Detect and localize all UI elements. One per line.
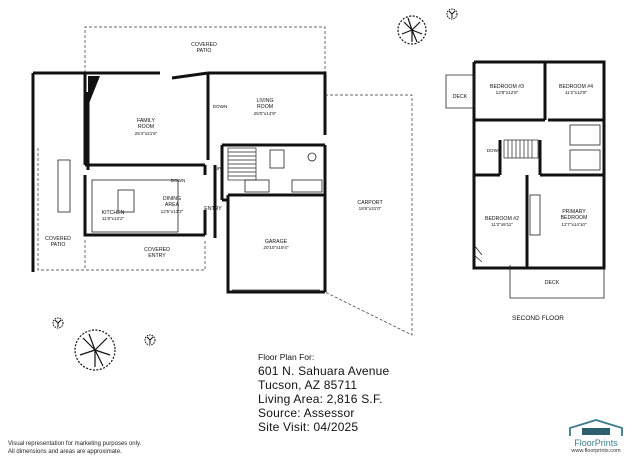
brand-logo: FloorPrints www.floorprints.com (556, 418, 636, 456)
svg-text:25'0"x14'9": 25'0"x14'9" (254, 111, 277, 116)
room-label-carport: CARPORT 18'6"x31'0" (357, 200, 383, 211)
marker-up-stair: UP (215, 166, 221, 171)
svg-text:DINING: DINING (163, 196, 181, 202)
tree-icon (144, 334, 156, 346)
room-label-kitchen: KITCHEN 11'8"x13'2" (102, 210, 125, 221)
svg-text:COVERED: COVERED (144, 247, 170, 253)
svg-text:CARPORT: CARPORT (357, 200, 383, 206)
svg-text:12'8"x12'8": 12'8"x12'8" (496, 90, 519, 95)
svg-text:ENTRY: ENTRY (204, 206, 222, 212)
svg-text:DECK: DECK (545, 280, 560, 286)
svg-text:12'5"x13'2": 12'5"x13'2" (161, 209, 184, 214)
room-label-dining-area: DINING AREA 12'5"x13'2" (161, 196, 184, 214)
room-label-covered-entry: COVERED ENTRY (144, 247, 170, 259)
room-label-living-room: LIVING ROOM 25'0"x14'9" (254, 98, 277, 116)
svg-text:GARAGE: GARAGE (265, 239, 288, 245)
address-line-1: 601 N. Sahuara Avenue (258, 364, 390, 378)
source: Source: Assessor (258, 406, 355, 420)
living-area: Living Area: 2,816 S.F. (258, 392, 383, 406)
disclaimer-line-2: All dimensions and areas are approximate… (8, 449, 122, 455)
stairs (503, 139, 539, 159)
svg-text:PRIMARY: PRIMARY (562, 209, 586, 215)
tree-icon (397, 15, 427, 45)
tree-icon (74, 329, 116, 371)
info-header: Floor Plan For: (258, 352, 315, 362)
disclaimer-line-1: Visual representation for marketing purp… (8, 441, 142, 447)
svg-text:COVERED: COVERED (191, 42, 217, 48)
svg-text:KITCHEN: KITCHEN (102, 210, 125, 216)
room-label-entry: ENTRY (204, 206, 222, 212)
svg-text:BEDROOM #2: BEDROOM #2 (485, 216, 519, 222)
room-label-deck-upper: DECK (453, 94, 468, 100)
svg-text:11'2"x9'11": 11'2"x9'11" (491, 222, 513, 227)
room-label-primary-bedroom: PRIMARY BEDROOM 12'7"x14'10" (561, 209, 588, 227)
tree-icon (52, 317, 64, 329)
marker-down-main: DOWN (213, 104, 228, 109)
svg-text:18'6"x31'0": 18'6"x31'0" (359, 206, 382, 211)
svg-text:ROOM: ROOM (138, 124, 154, 130)
tree-icon (446, 8, 458, 20)
marker-down-kitchen: DOWN (171, 178, 186, 183)
svg-text:BEDROOM #3: BEDROOM #3 (490, 84, 524, 90)
svg-text:ENTRY: ENTRY (148, 253, 166, 259)
address-line-2: Tucson, AZ 85711 (258, 378, 358, 392)
room-label-covered-patio-left: COVERED PATIO (45, 236, 71, 248)
svg-text:PATIO: PATIO (197, 48, 212, 54)
room-label-family-room: FAMILY ROOM 25'4"x21'6" (135, 118, 158, 136)
stairs (227, 147, 257, 181)
svg-text:DECK: DECK (453, 94, 468, 100)
brand-url: www.floorprints.com (571, 448, 621, 454)
property-info: Floor Plan For: 601 N. Sahuara Avenue Tu… (258, 352, 468, 434)
marker-down-second: DOWN (487, 148, 502, 153)
room-label-covered-patio-top: COVERED PATIO (191, 42, 217, 54)
svg-text:AREA: AREA (165, 202, 180, 208)
svg-text:11'2"x12'8": 11'2"x12'8" (565, 90, 588, 95)
brand-name: FloorPrints (574, 438, 618, 448)
svg-text:FAMILY: FAMILY (137, 118, 156, 124)
room-label-bedroom-2: BEDROOM #2 11'2"x9'11" (485, 216, 519, 227)
svg-text:12'7"x14'10": 12'7"x14'10" (561, 222, 587, 227)
svg-text:LIVING: LIVING (256, 98, 273, 104)
svg-text:COVERED: COVERED (45, 236, 71, 242)
svg-text:BEDROOM #4: BEDROOM #4 (559, 84, 593, 90)
disclaimer: Visual representation for marketing purp… (8, 440, 141, 456)
room-label-deck-lower: DECK (545, 280, 560, 286)
room-label-bedroom-3: BEDROOM #3 12'8"x12'8" (490, 84, 524, 95)
svg-text:ROOM: ROOM (257, 104, 273, 110)
first-floor-walls (31, 71, 327, 294)
room-label-garage: GARAGE 20'10"x19'4" (263, 239, 289, 250)
site-visit: Site Visit: 04/2025 (258, 420, 359, 434)
fireplace (88, 76, 100, 106)
svg-text:25'4"x21'6": 25'4"x21'6" (135, 131, 158, 136)
room-label-bedroom-4: BEDROOM #4 11'2"x12'8" (559, 84, 593, 95)
svg-text:20'10"x19'4": 20'10"x19'4" (263, 245, 289, 250)
svg-text:PATIO: PATIO (51, 242, 66, 248)
svg-text:BEDROOM: BEDROOM (561, 215, 588, 221)
house-logo-icon (569, 419, 623, 436)
second-floor-label: SECOND FLOOR (512, 315, 564, 322)
svg-text:11'8"x13'2": 11'8"x13'2" (102, 216, 125, 221)
